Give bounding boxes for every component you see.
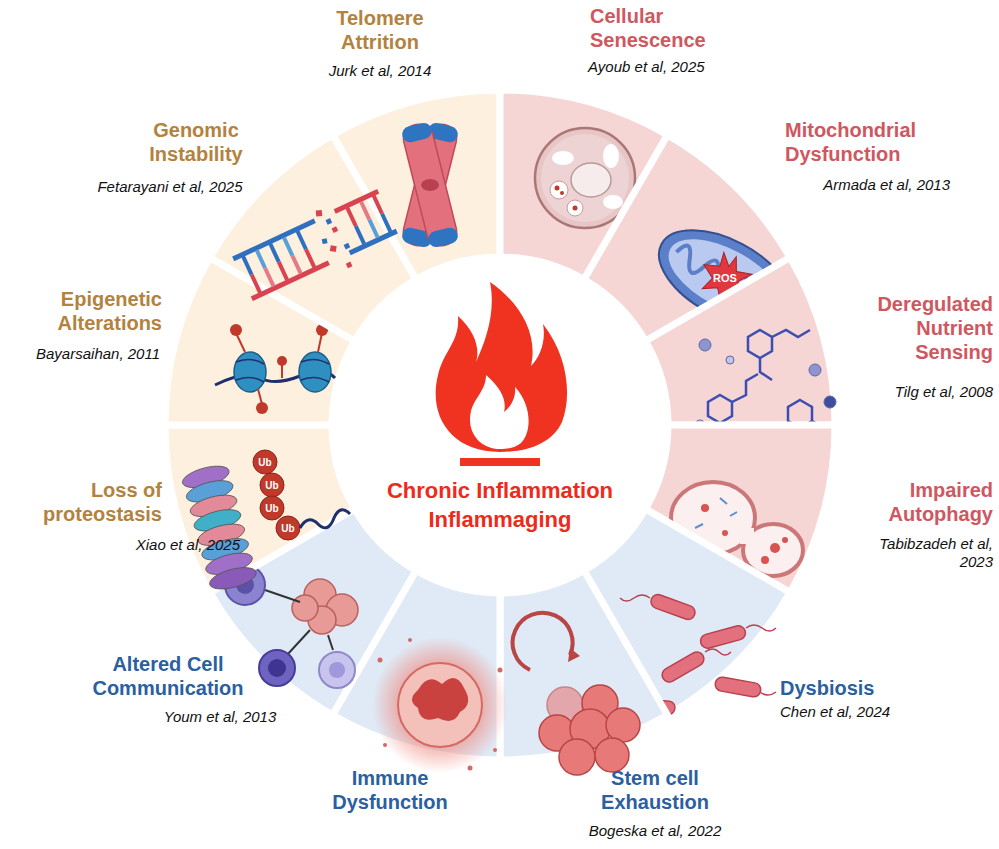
citation: Ayoub et al, 2025: [588, 58, 758, 76]
hallmark-title: Altered Cell Communication: [73, 652, 263, 700]
citation: Xiao et al, 2025: [90, 536, 240, 554]
icon-label: Ub: [258, 457, 271, 468]
hallmark-title: Impaired Autophagy: [858, 478, 993, 526]
hallmark-title: Mitochondrial Dysfunction: [785, 118, 955, 166]
hallmark-title: Cellular Senescence: [590, 4, 730, 52]
icon-label: Ub: [265, 503, 278, 514]
hallmark-segment: Stem cell ExhaustionBogeska et al, 2022: [500, 570, 668, 760]
segment-shape: [645, 257, 835, 425]
hallmark-title: Telomere Attrition: [320, 6, 440, 54]
segment-shape: [500, 570, 668, 760]
hallmark-segment: Loss of proteostasisXiao et al, 2025: [165, 425, 355, 593]
segment-shape: [209, 134, 416, 341]
citation: Tabibzadeh et al, 2023: [843, 535, 993, 571]
hallmark-segment: Genomic InstabilityFetarayani et al, 202…: [209, 134, 416, 341]
citation: Armada et al, 2013: [785, 176, 950, 194]
hallmark-title: Genomic Instability: [131, 118, 261, 166]
citation: Bogeska et al, 2022: [570, 822, 740, 840]
center-circle: Chronic InflammationInflammaging: [340, 265, 660, 585]
icon-label: Ub: [281, 523, 294, 534]
citation: Chen et al, 2024: [780, 703, 930, 721]
center-title: Inflammaging: [350, 505, 650, 534]
hallmark-title: Immune Dysfunction: [315, 766, 465, 814]
citation: Bayarsaihan, 2011: [10, 345, 160, 363]
icon-label: ROS: [713, 272, 737, 284]
center-title: Chronic Inflammation: [350, 476, 650, 505]
icon-label: Ub: [265, 480, 278, 491]
fire-icon: [340, 265, 660, 585]
citation: Jurk et al, 2014: [300, 62, 460, 80]
hallmark-title: Deregulated Nutrient Sensing: [858, 292, 993, 364]
citation: Fetarayani et al, 2025: [90, 178, 250, 196]
citation: Tilg et al, 2008: [833, 383, 993, 401]
segment-shape: [165, 425, 355, 593]
hallmark-title: Stem cell Exhaustion: [595, 766, 715, 814]
hallmark-title: Epigenetic Alterations: [37, 287, 162, 335]
hallmark-title: Loss of proteostasis: [32, 478, 162, 526]
hallmark-title: Dysbiosis: [780, 676, 920, 700]
hallmark-segment: Deregulated Nutrient SensingTilg et al, …: [645, 257, 835, 425]
citation: Youm et al, 2013: [145, 708, 295, 726]
